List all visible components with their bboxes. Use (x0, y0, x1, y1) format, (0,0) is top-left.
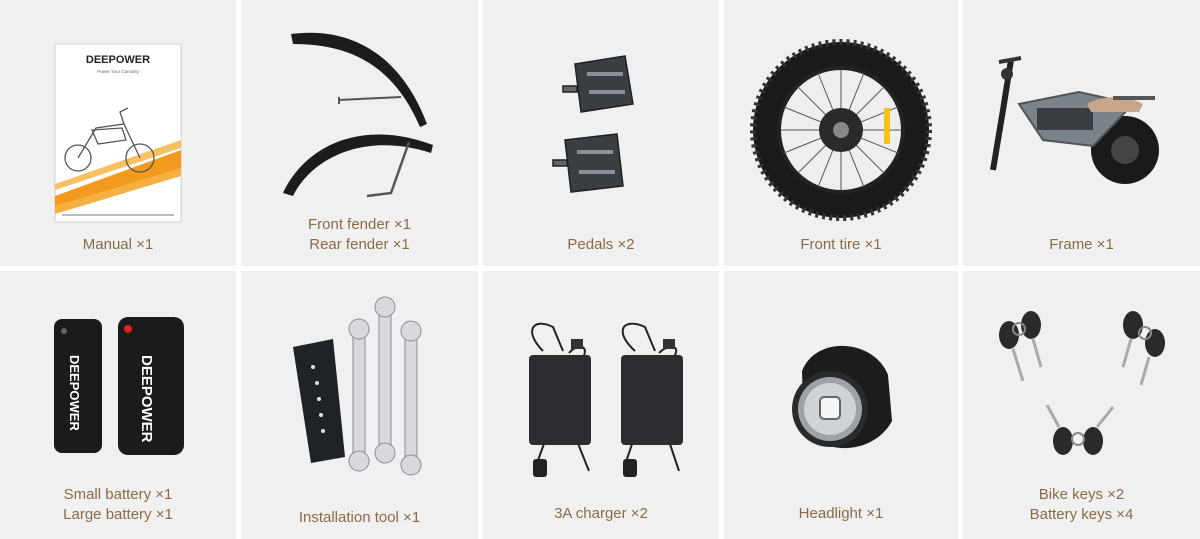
item-label: Front fender ×1 Rear fender ×1 (308, 216, 411, 253)
item-label: Headlight ×1 (798, 505, 884, 522)
battery-small-brand: DEEPOWER (67, 355, 82, 431)
key-icon (999, 311, 1165, 455)
fender-icon (283, 32, 433, 198)
item-label: Frame ×1 (1049, 236, 1114, 253)
item-frame: Frame ×1 (963, 0, 1200, 266)
item-label: Small battery ×1 Large battery ×1 (63, 486, 173, 523)
item-keys: Bike keys ×2 Battery keys ×4 (963, 271, 1200, 539)
manual-icon: DEEPOWER Power Your Curiosity (54, 43, 182, 223)
item-label: Manual ×1 (82, 236, 154, 253)
item-front-tire: Front tire ×1 (724, 0, 958, 266)
item-headlight: Headlight ×1 (724, 271, 958, 539)
item-batteries: DEEPOWER DEEPOWER Small battery ×1 Large… (0, 271, 236, 539)
manual-tagline: Power Your Curiosity (97, 69, 140, 74)
tool-icon (293, 296, 422, 476)
item-manual: DEEPOWER Power Your Curiosity Manual ×1 (0, 0, 236, 266)
item-label: Bike keys ×2 Battery keys ×4 (1029, 486, 1134, 523)
item-fenders: Front fender ×1 Rear fender ×1 (241, 0, 478, 266)
manual-brand: DEEPOWER (86, 54, 150, 66)
item-label: 3A charger ×2 (554, 505, 648, 522)
item-label: Installation tool ×1 (298, 509, 421, 526)
tire-icon (750, 39, 932, 221)
charger-icon (529, 322, 683, 477)
battery-icon: DEEPOWER DEEPOWER (54, 317, 184, 455)
battery-large-brand: DEEPOWER (138, 355, 155, 443)
item-installation-tool: Installation tool ×1 (241, 271, 478, 539)
item-pedals: Pedals ×2 (483, 0, 719, 266)
frame-icon (990, 56, 1159, 184)
pedal-icon (552, 55, 634, 193)
headlight-icon (792, 345, 892, 449)
item-charger: 3A charger ×2 (483, 271, 719, 539)
item-label: Front tire ×1 (800, 236, 882, 253)
item-label: Pedals ×2 (567, 236, 635, 253)
